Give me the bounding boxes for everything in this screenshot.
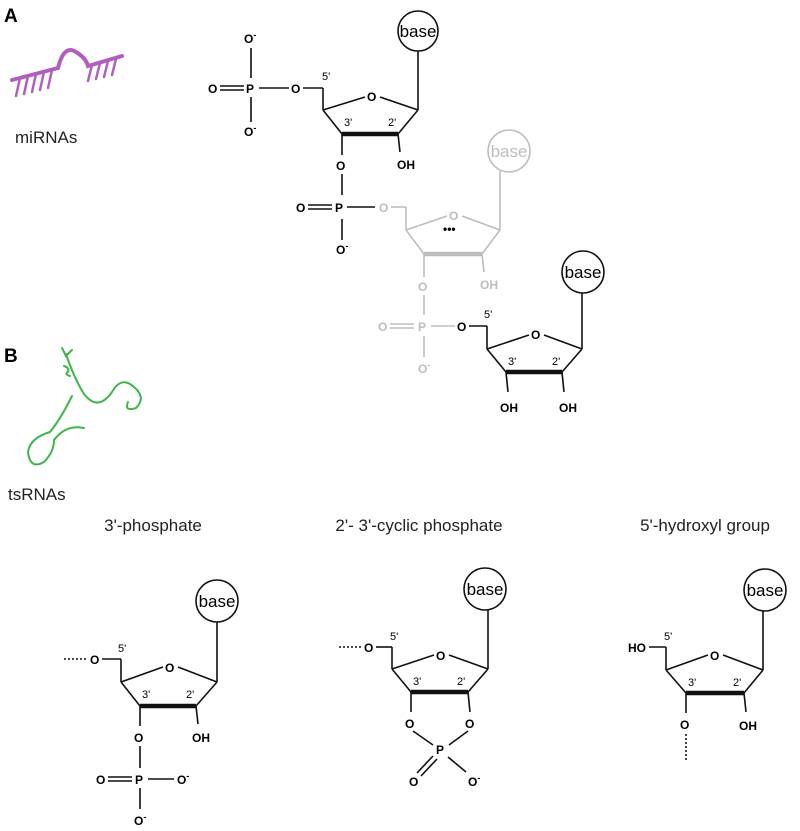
phosphorus-top: P xyxy=(246,82,254,96)
ring-oxygen-bot: O xyxy=(531,328,540,342)
o-3prime-b3: O xyxy=(680,718,689,732)
base-bot: base xyxy=(565,263,602,282)
mirna-icon xyxy=(10,48,124,98)
prime5-b3: 5' xyxy=(664,631,672,643)
o-minus-b2: O- xyxy=(468,773,480,789)
prime2-top: 2' xyxy=(388,117,396,129)
structure-5-hydroxyl: HO 5' O 3' 2' base OH O xyxy=(628,568,787,760)
ring-oxygen-top: O xyxy=(367,90,376,104)
base-b3: base xyxy=(747,581,784,600)
prime2-bot: 2' xyxy=(552,356,560,368)
o-minus-top-2: O- xyxy=(244,123,256,139)
phosphorus-b2: P xyxy=(436,743,444,757)
structure-cyclic-phosphate: O 5' O 3' 2' base O O P O O- xyxy=(339,567,507,789)
o-link-b2: O xyxy=(364,641,373,655)
tsrnas-label: tsRNAs xyxy=(8,485,66,504)
o-minus-b1-2: O- xyxy=(134,812,146,828)
mirnas-label: miRNAs xyxy=(15,128,77,147)
base-b1: base xyxy=(199,592,236,611)
nucleotide-middle: O P O O- O ••• base OH O xyxy=(296,129,531,315)
ring-oxygen-b2: O xyxy=(436,649,445,663)
ho-5prime-b3: HO xyxy=(628,641,646,655)
oh-b3: OH xyxy=(739,719,757,733)
prime2-b1: 2' xyxy=(186,689,194,701)
o-link-bot: O xyxy=(457,320,466,334)
base-b2: base xyxy=(467,580,504,599)
o-3prime-b2: O xyxy=(405,717,414,731)
ring-dots-mid: ••• xyxy=(443,222,456,236)
ring-oxygen-mid: O xyxy=(449,209,458,223)
o-link-mid: O xyxy=(379,201,388,215)
o-minus-mid: O- xyxy=(336,241,348,257)
o-double-mid: O xyxy=(296,201,305,215)
base-top: base xyxy=(400,22,437,41)
oh-mid: OH xyxy=(480,278,498,292)
o-minus-b1: O- xyxy=(177,771,189,787)
o-minus-top: O- xyxy=(244,30,256,46)
o-3prime-mid: O xyxy=(418,280,427,294)
base-mid: base xyxy=(491,142,528,161)
o-double-b1: O xyxy=(96,773,105,787)
prime2-b2: 2' xyxy=(457,676,465,688)
nucleotide-bottom: O P O- O 5' O 3' 2' base OH OH xyxy=(378,250,605,415)
prime3-b3: 3' xyxy=(688,677,696,689)
o-double-top: O xyxy=(208,82,217,96)
o-minus-bot: O- xyxy=(418,360,430,376)
ring-oxygen-b3: O xyxy=(710,649,719,663)
o-3prime-top: O xyxy=(336,159,345,173)
tsrna-icon xyxy=(26,347,142,466)
o-link-b1: O xyxy=(90,653,99,667)
structure-3-phosphate: O 5' O 3' 2' base OH O O P O- O- xyxy=(64,579,239,828)
o-double-b2: O xyxy=(409,775,418,789)
phosphorus-bot: P xyxy=(418,320,426,334)
prime5-b2: 5' xyxy=(390,631,398,643)
o-double-bot: O xyxy=(378,320,387,334)
o-link-top: O xyxy=(291,82,300,96)
prime3-top: 3' xyxy=(344,117,352,129)
prime5-b1: 5' xyxy=(118,643,126,655)
oh-top: OH xyxy=(397,158,415,172)
phosphorus-b1: P xyxy=(135,773,143,787)
caption-5-hydroxyl: 5'-hydroxyl group xyxy=(640,516,770,535)
caption-3-phosphate: 3'-phosphate xyxy=(104,516,202,535)
ring-oxygen-b1: O xyxy=(165,661,174,675)
o-2prime-b2: O xyxy=(465,717,474,731)
caption-cyclic-phosphate: 2'- 3'-cyclic phosphate xyxy=(335,516,502,535)
panel-label-a: A xyxy=(4,6,18,27)
prime5-top: 5' xyxy=(322,71,330,83)
oh-2prime-bot: OH xyxy=(559,401,577,415)
prime2-b3: 2' xyxy=(733,677,741,689)
prime5-bot: 5' xyxy=(484,309,492,321)
panel-label-b: B xyxy=(4,346,18,367)
prime3-b1: 3' xyxy=(142,689,150,701)
prime3-bot: 3' xyxy=(508,356,516,368)
o-3prime-b1: O xyxy=(134,731,143,745)
oh-3prime-bot: OH xyxy=(500,401,518,415)
oh-b1: OH xyxy=(192,731,210,745)
phosphorus-mid: P xyxy=(335,201,343,215)
nucleotide-top: O- O P O O- 5' O 3' 2' base OH O xyxy=(208,10,439,195)
prime3-b2: 3' xyxy=(413,676,421,688)
